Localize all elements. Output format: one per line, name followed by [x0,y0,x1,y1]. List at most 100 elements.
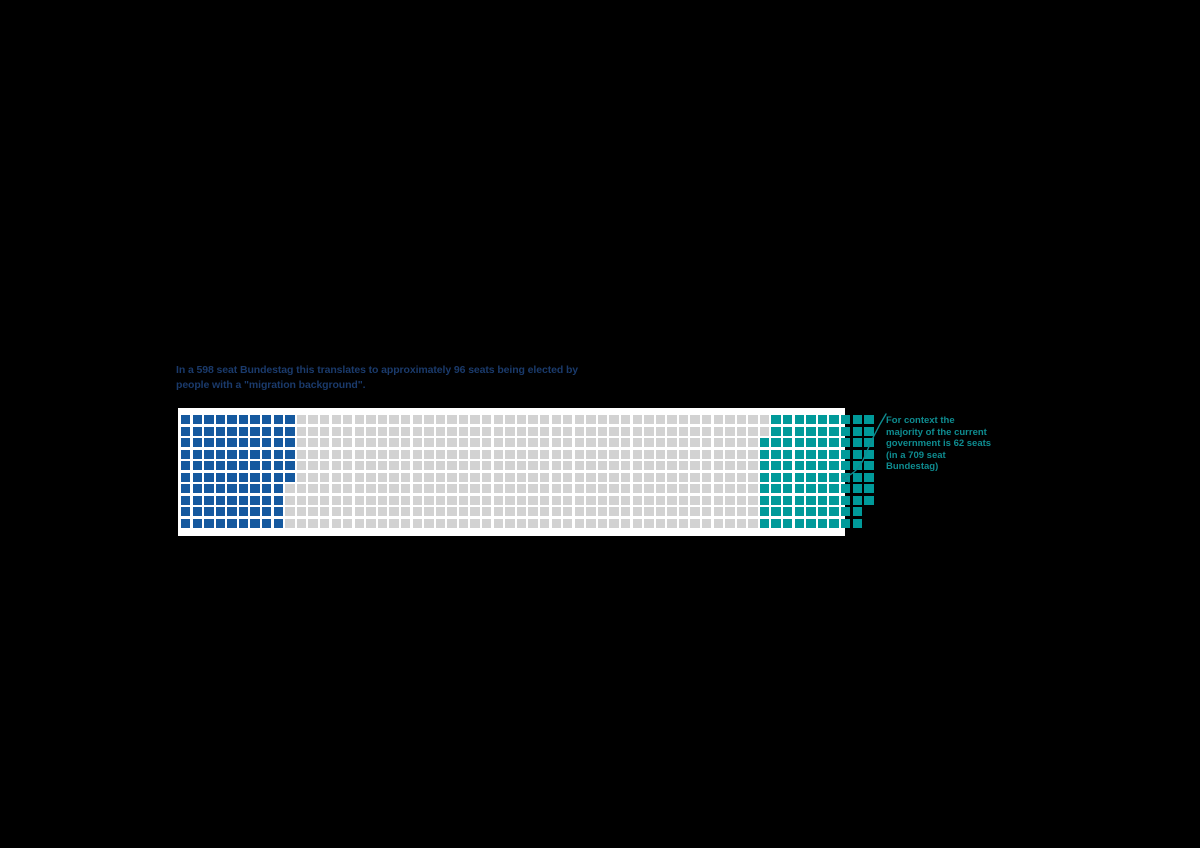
waffle-cell [644,438,654,448]
waffle-cell [597,438,608,448]
waffle-cell [412,415,422,425]
waffle-cell [794,426,805,436]
waffle-cell [713,495,723,505]
waffle-cell [238,426,249,436]
waffle-cell [377,472,388,482]
waffle-cell [250,426,260,436]
waffle-cell [354,438,365,448]
waffle-cell [783,484,793,494]
waffle-cell [539,449,550,459]
waffle-cell [840,495,851,505]
waffle-cell [539,426,550,436]
waffle-cell [250,415,260,425]
waffle-cell [435,461,446,471]
waffle-cell [620,518,631,528]
waffle-cell [262,472,272,482]
waffle-cell [424,518,434,528]
waffle-cell [539,415,550,425]
waffle-cell [759,507,770,517]
waffle-cell [840,507,851,517]
waffle-cell [725,518,735,528]
waffle-cell [713,449,723,459]
waffle-cell [308,472,318,482]
waffle-cell [713,426,723,436]
waffle-cell [458,449,469,459]
waffle-cell [308,461,318,471]
waffle-cell [702,449,712,459]
waffle-cell [470,507,480,517]
waffle-cell [864,449,874,459]
waffle-cell [366,426,376,436]
waffle-cell [597,415,608,425]
waffle-cell [505,438,515,448]
callout-leader-line [842,413,887,483]
waffle-cell [713,472,723,482]
waffle-cell [285,449,295,459]
waffle-cell [748,426,758,436]
waffle-cell [539,507,550,517]
waffle-cell [400,438,411,448]
waffle-cell [319,518,330,528]
waffle-cell [412,461,422,471]
waffle-cell [319,461,330,471]
waffle-cell [852,461,862,471]
waffle-cell [736,449,747,459]
waffle-cell [725,438,735,448]
waffle-cell [435,495,446,505]
waffle-cell [470,438,480,448]
waffle-cell [702,495,712,505]
waffle-cell [262,438,272,448]
waffle-row [181,438,876,450]
waffle-cell [551,472,561,482]
waffle-cell [586,495,596,505]
waffle-cell [539,438,550,448]
callout-line-4: (in a 709 seat [886,449,946,461]
waffle-cell [609,507,619,517]
waffle-cell [864,461,874,471]
waffle-cell [319,507,330,517]
waffle-cell [655,472,666,482]
waffle-cell [771,449,781,459]
waffle-cell [516,426,527,436]
waffle-cell [181,484,191,494]
waffle-cell [609,495,619,505]
waffle-cell [482,518,492,528]
waffle-cell [852,518,862,528]
waffle-cell [296,518,307,528]
waffle-cell [771,484,781,494]
waffle-cell [215,438,226,448]
waffle-cell [690,438,700,448]
waffle-cell [389,484,399,494]
waffle-cell [400,484,411,494]
waffle-cell [400,415,411,425]
waffle-cell [215,472,226,482]
waffle-cell [667,507,677,517]
waffle-cell [852,415,862,425]
waffle-cell [620,461,631,471]
waffle-cell [597,426,608,436]
waffle-cell [759,518,770,528]
waffle-cell [539,472,550,482]
waffle-cell [806,461,816,471]
waffle-cell [563,415,573,425]
waffle-cell [319,449,330,459]
waffle-cell [204,518,214,528]
waffle-cell [366,495,376,505]
waffle-cell [655,426,666,436]
waffle-cell [424,438,434,448]
waffle-cell [678,495,689,505]
waffle-cell [296,461,307,471]
waffle-cell [285,518,295,528]
waffle-cell [551,495,561,505]
waffle-cell [725,472,735,482]
waffle-cell [829,438,839,448]
waffle-cell [655,461,666,471]
waffle-cell [204,438,214,448]
waffle-cell [597,449,608,459]
waffle-cell [586,461,596,471]
waffle-cell [817,472,828,482]
waffle-row [181,449,876,462]
waffle-cell [817,449,828,459]
waffle-cell [412,518,422,528]
waffle-cell [215,495,226,505]
